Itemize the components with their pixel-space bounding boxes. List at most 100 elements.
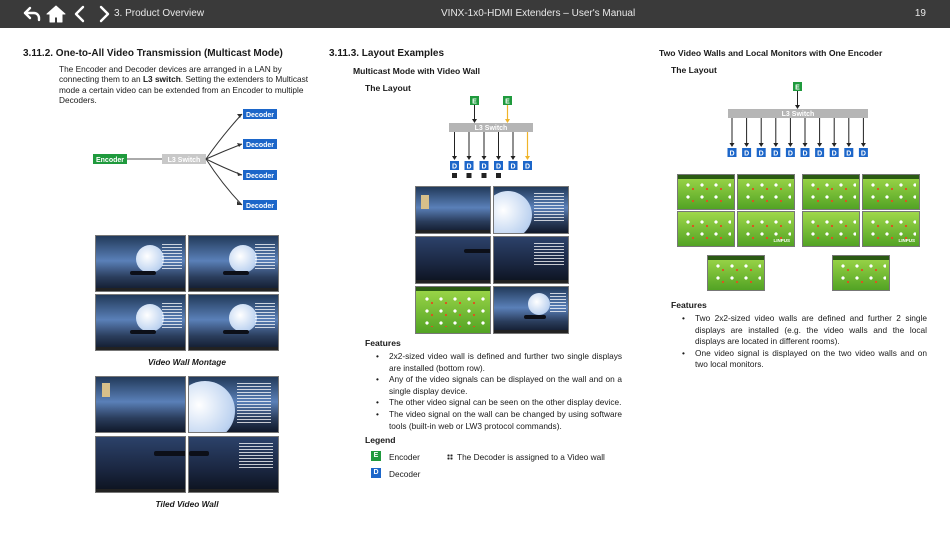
prev-page-icon[interactable] [70,4,90,24]
wall-a-screen [737,174,795,210]
feature-item: The other video signal can be seen on th… [374,397,622,409]
svg-text:D: D [496,164,501,171]
page-number: 19 [914,8,926,19]
tiled-screen [95,436,186,493]
caption-video-wall-montage: Video Wall Montage [148,357,226,367]
switch-box [449,123,533,132]
montage-screen [95,294,186,351]
decoder-label-4: Decoder [246,203,274,210]
svg-text:D: D [861,151,866,158]
wall-screen [493,236,569,284]
local-monitor-screen [707,255,765,291]
switch-box [728,109,868,118]
switch-label: L3 Switch [475,125,508,132]
svg-text:D: D [481,164,486,171]
home-icon[interactable] [46,4,66,24]
wall-a-screen [677,174,735,210]
switch-label: L3 Switch [782,111,815,118]
legend-title: Legend [365,435,396,445]
encoder-label: Encoder [96,157,124,164]
svg-text:D: D [510,164,515,171]
legend-decoder-badge: D [371,468,381,478]
montage-screen [188,235,279,292]
svg-text:D: D [802,151,807,158]
wall-b-screen [802,174,860,210]
svg-text:D: D [773,151,778,158]
wall-a-screen: LINPUS [737,211,795,247]
switch-label: L3 Switch [168,157,201,164]
svg-text:D: D [817,151,822,158]
heading-two-video-walls: Two Video Walls and Local Monitors with … [659,48,883,58]
montage-screen [95,235,186,292]
tiled-screen [188,436,279,493]
nav-icons [22,4,114,24]
layout-title-right: The Layout [671,65,717,75]
single-display-green [415,286,491,334]
features-title-middle: Features [365,338,401,348]
svg-text:D: D [759,151,764,158]
screen-logo: LINPUS [773,238,790,243]
multicast-description: The Encoder and Decoder devices are arra… [59,64,309,106]
features-list-right: Two 2x2-sized video walls are defined an… [680,313,927,371]
multicast-diagram: Encoder L3 Switch Decoder Decoder Decode… [93,109,277,210]
encoder-box [93,154,127,164]
wall-b-screen [862,174,920,210]
wall-b-screen: LINPUS [862,211,920,247]
middle-topology-diagram: E E L3 Switch D D D D D D [449,96,533,178]
decoder-box-4 [243,200,277,210]
legend-encoder-badge: E [371,451,381,461]
feature-item: Two 2x2-sized video walls are defined an… [680,313,927,348]
tiled-screen [95,376,186,433]
wall-assignment-marks [452,173,501,178]
decoder-label-2: Decoder [246,142,274,149]
encoder-badge-2 [503,96,512,105]
decoder-box-2 [243,139,277,149]
layout-title-middle: The Layout [365,83,411,93]
svg-text:D: D [846,151,851,158]
decoder-box-1 [243,109,277,119]
decoder-label-1: Decoder [246,112,274,119]
section-heading-multicast: 3.11.2. One-to-All Video Transmission (M… [23,48,283,59]
back-icon[interactable] [22,4,42,24]
caption-tiled-video-wall: Tiled Video Wall [155,499,219,509]
l3-switch-term: L3 switch [142,74,181,85]
svg-text:E: E [472,99,477,106]
svg-text:D: D [744,151,749,158]
screen-logo: LINPUS [898,238,915,243]
legend-encoder-label: Encoder [389,452,420,462]
section-heading-layout-examples: 3.11.3. Layout Examples [329,48,445,59]
decoder-label-3: Decoder [246,173,274,180]
svg-text:E: E [505,99,510,106]
wall-screen [415,236,491,284]
document-title: VINX-1x0-HDMI Extenders – User's Manual [441,8,636,19]
encoder-badge [793,82,802,91]
local-monitor-screen [832,255,890,291]
switch-decoder-links [205,113,243,206]
montage-screen [188,294,279,351]
subheading-multicast-video-wall: Multicast Mode with Video Wall [353,66,481,76]
arrowheads [237,114,242,205]
decoder-box-3 [243,170,277,180]
features-title-right: Features [671,300,707,310]
wall-screen [415,186,491,234]
switch-box [162,154,206,164]
legend-wall-label: The Decoder is assigned to a Video wall [457,452,605,462]
section-title: 3. Product Overview [114,8,205,19]
legend-decoder-label: Decoder [389,469,421,479]
feature-item: One video signal is displayed on the two… [680,348,927,371]
svg-text:D: D [466,164,471,171]
top-bar: 3. Product Overview VINX-1x0-HDMI Extend… [0,0,950,28]
feature-item: 2x2-sized video wall is defined and furt… [374,351,622,374]
svg-text:E: E [795,85,800,92]
wall-screen [493,186,569,234]
wall-a-screen [677,211,735,247]
encoder-badge-1 [470,96,479,105]
right-topology-diagram: E L3 Switch D D D D D D D D D D [727,82,868,158]
svg-text:D: D [729,151,734,158]
single-display-night [493,286,569,334]
feature-item: The video signal on the wall can be chan… [374,409,622,432]
svg-text:D: D [525,164,530,171]
feature-item: Any of the video signals can be displaye… [374,374,622,397]
next-page-icon[interactable] [94,4,114,24]
decoder-badges [450,161,532,170]
